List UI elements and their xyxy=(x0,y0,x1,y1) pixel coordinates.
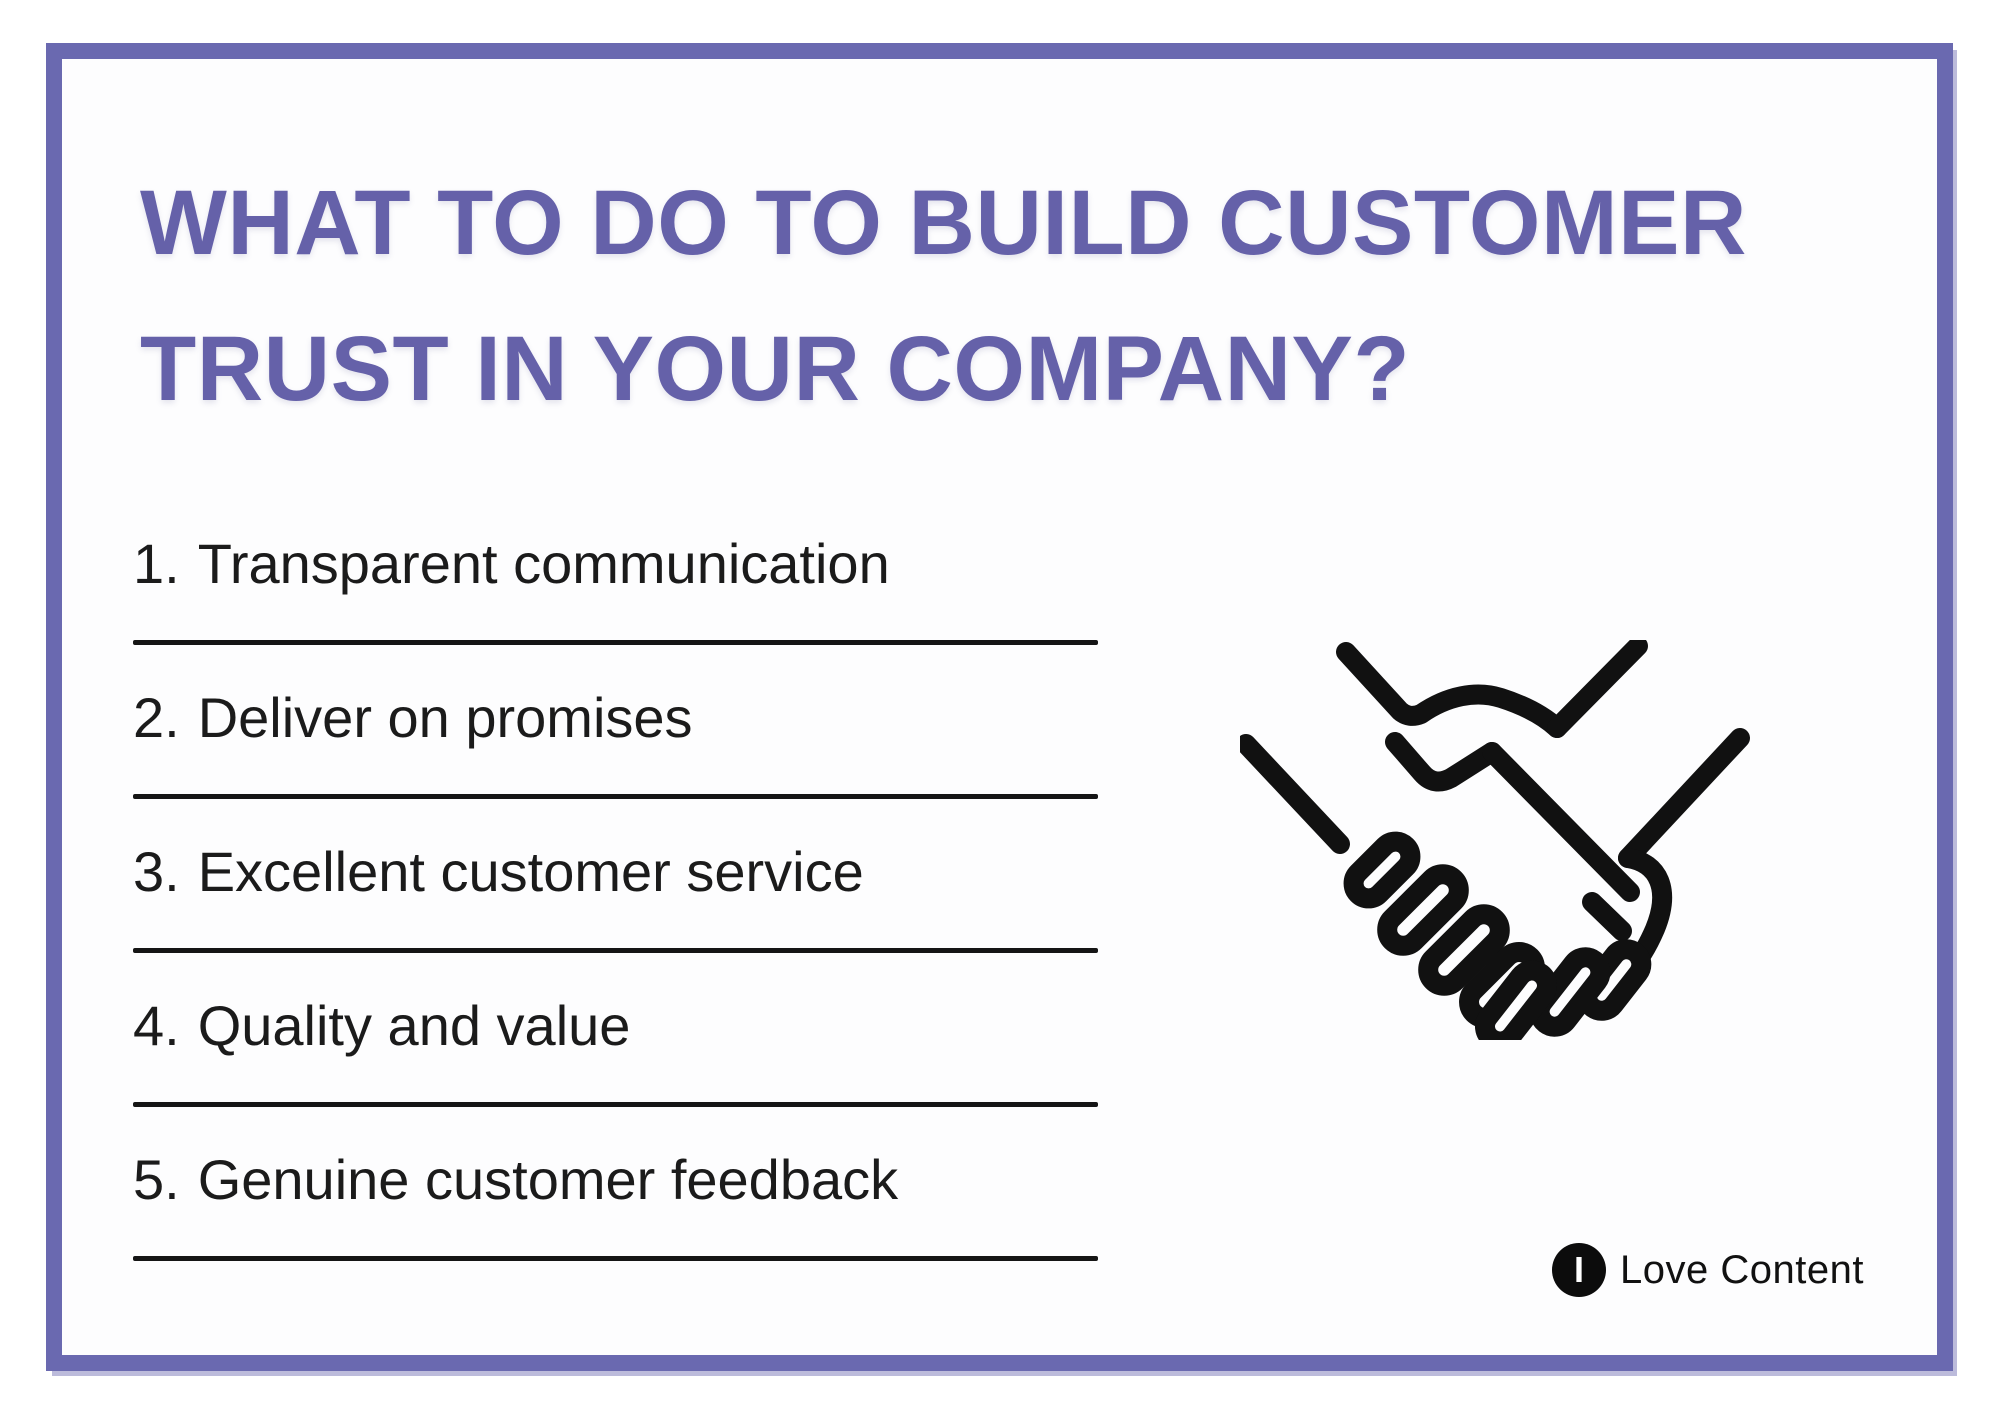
item-number: 4. xyxy=(133,994,180,1057)
trust-list: 1. Transparent communication 2. Deliver on… xyxy=(133,530,1098,1300)
handshake-top-hand xyxy=(1336,642,1567,738)
handshake-hand-edge xyxy=(1482,742,1640,902)
item-label: Excellent customer service xyxy=(197,840,864,903)
handshake-far-arm xyxy=(1618,728,1750,868)
handshake-right-forearm xyxy=(1547,640,1648,738)
list-item: 2. Deliver on promises xyxy=(133,684,1098,799)
finger xyxy=(1529,947,1611,1037)
border-frame xyxy=(46,43,1953,1371)
divider-line xyxy=(133,1102,1098,1107)
list-item: 3. Excellent customer service xyxy=(133,838,1098,953)
handshake-icon xyxy=(1240,640,1750,1040)
item-label: Transparent communication xyxy=(197,532,890,595)
finger xyxy=(1474,960,1558,1040)
list-item: 5. Genuine customer feedback xyxy=(133,1146,1098,1261)
logo-monogram-icon: I xyxy=(1552,1243,1606,1297)
item-number: 3. xyxy=(133,840,180,903)
item-label: Genuine customer feedback xyxy=(197,1148,899,1211)
item-number: 1. xyxy=(133,532,180,595)
handshake-crease xyxy=(1582,892,1632,941)
item-label: Deliver on promises xyxy=(197,686,693,749)
list-item: 1. Transparent communication xyxy=(133,530,1098,645)
brand-logo: I Love Content xyxy=(1552,1243,1864,1297)
logo-brand-text: Love Content xyxy=(1620,1247,1864,1292)
item-label: Quality and value xyxy=(197,994,631,1057)
handshake-thumb-web xyxy=(1385,732,1502,792)
fist-knuckle xyxy=(1377,864,1469,956)
divider-line xyxy=(133,948,1098,953)
item-number: 5. xyxy=(133,1148,180,1211)
page-title: WHAT TO DO TO BUILD CUSTOMER TRUST IN YO… xyxy=(140,172,1747,420)
fist-knuckle xyxy=(1418,904,1510,996)
fist-knuckle xyxy=(1343,831,1421,909)
divider-line xyxy=(133,640,1098,645)
handshake-left-forearm xyxy=(1240,734,1350,854)
list-item: 4. Quality and value xyxy=(133,992,1098,1107)
divider-line xyxy=(133,794,1098,799)
item-number: 2. xyxy=(133,686,180,749)
divider-line xyxy=(133,1256,1098,1261)
